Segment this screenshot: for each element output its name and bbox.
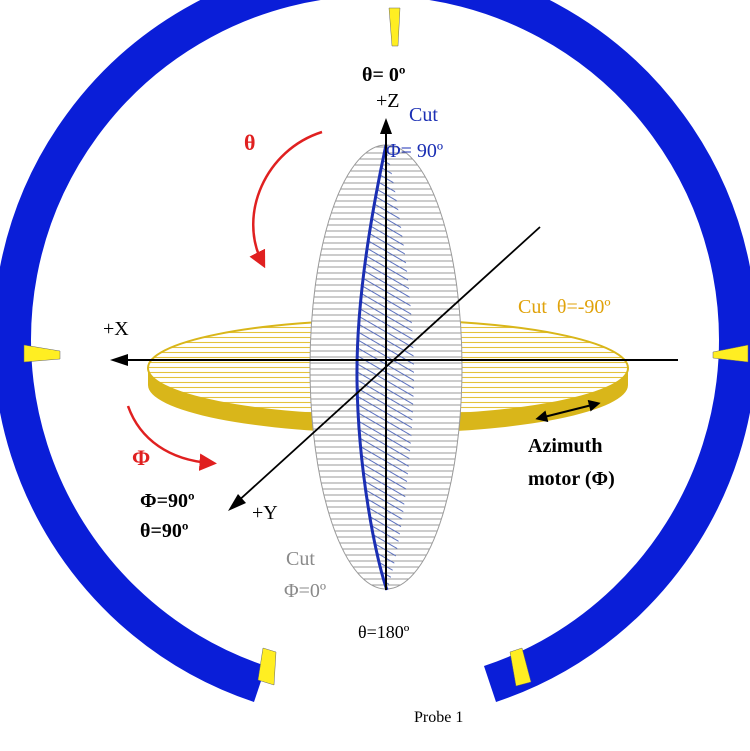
cut-phi90-edge [355,144,389,591]
phi-rotation-arrow [126,405,217,471]
ring-marker-right [712,344,749,363]
theta-rotation-arrow [249,130,323,269]
label-y-axis: +Y [252,502,278,524]
probe-ring [0,0,750,703]
label-x-axis: +X [103,318,129,340]
z-axis-arrow [380,118,392,134]
label-cut-phi90-line1: Cut [409,104,438,126]
ring-marker-left [23,344,61,363]
azimuth-disk-edge [148,368,628,433]
x-axis-arrow [110,354,128,366]
y-axis-line [235,226,541,504]
y-axis-arrow [228,494,246,511]
label-theta-top: θ= 0º [362,64,406,86]
label-azimuth-line2: motor (Φ) [528,468,615,490]
label-z-axis: +Z [376,90,400,112]
label-theta90: θ=90º [140,520,189,542]
label-phi90: Φ=90º [140,490,195,512]
label-cut-phi90-line2: Φ= 90º [386,140,443,162]
azimuth-motor-arrow [535,399,601,423]
ring-marker-bottom-left [257,647,277,686]
label-azimuth-line1: Azimuth [528,435,602,457]
label-probe: Probe 1 [414,709,463,726]
label-theta-symbol: θ [244,130,255,155]
ring-marker-bottom-right [509,647,532,687]
label-theta-bottom: θ=180º [358,622,410,642]
label-phi-symbol: Φ [132,445,150,470]
label-cut-phi0-line1: Cut [286,548,315,570]
label-cut-phi0-line2: Φ=0º [284,580,326,602]
ring-marker-top [388,7,401,47]
label-cut-theta90: Cut θ=-90º [518,296,611,318]
